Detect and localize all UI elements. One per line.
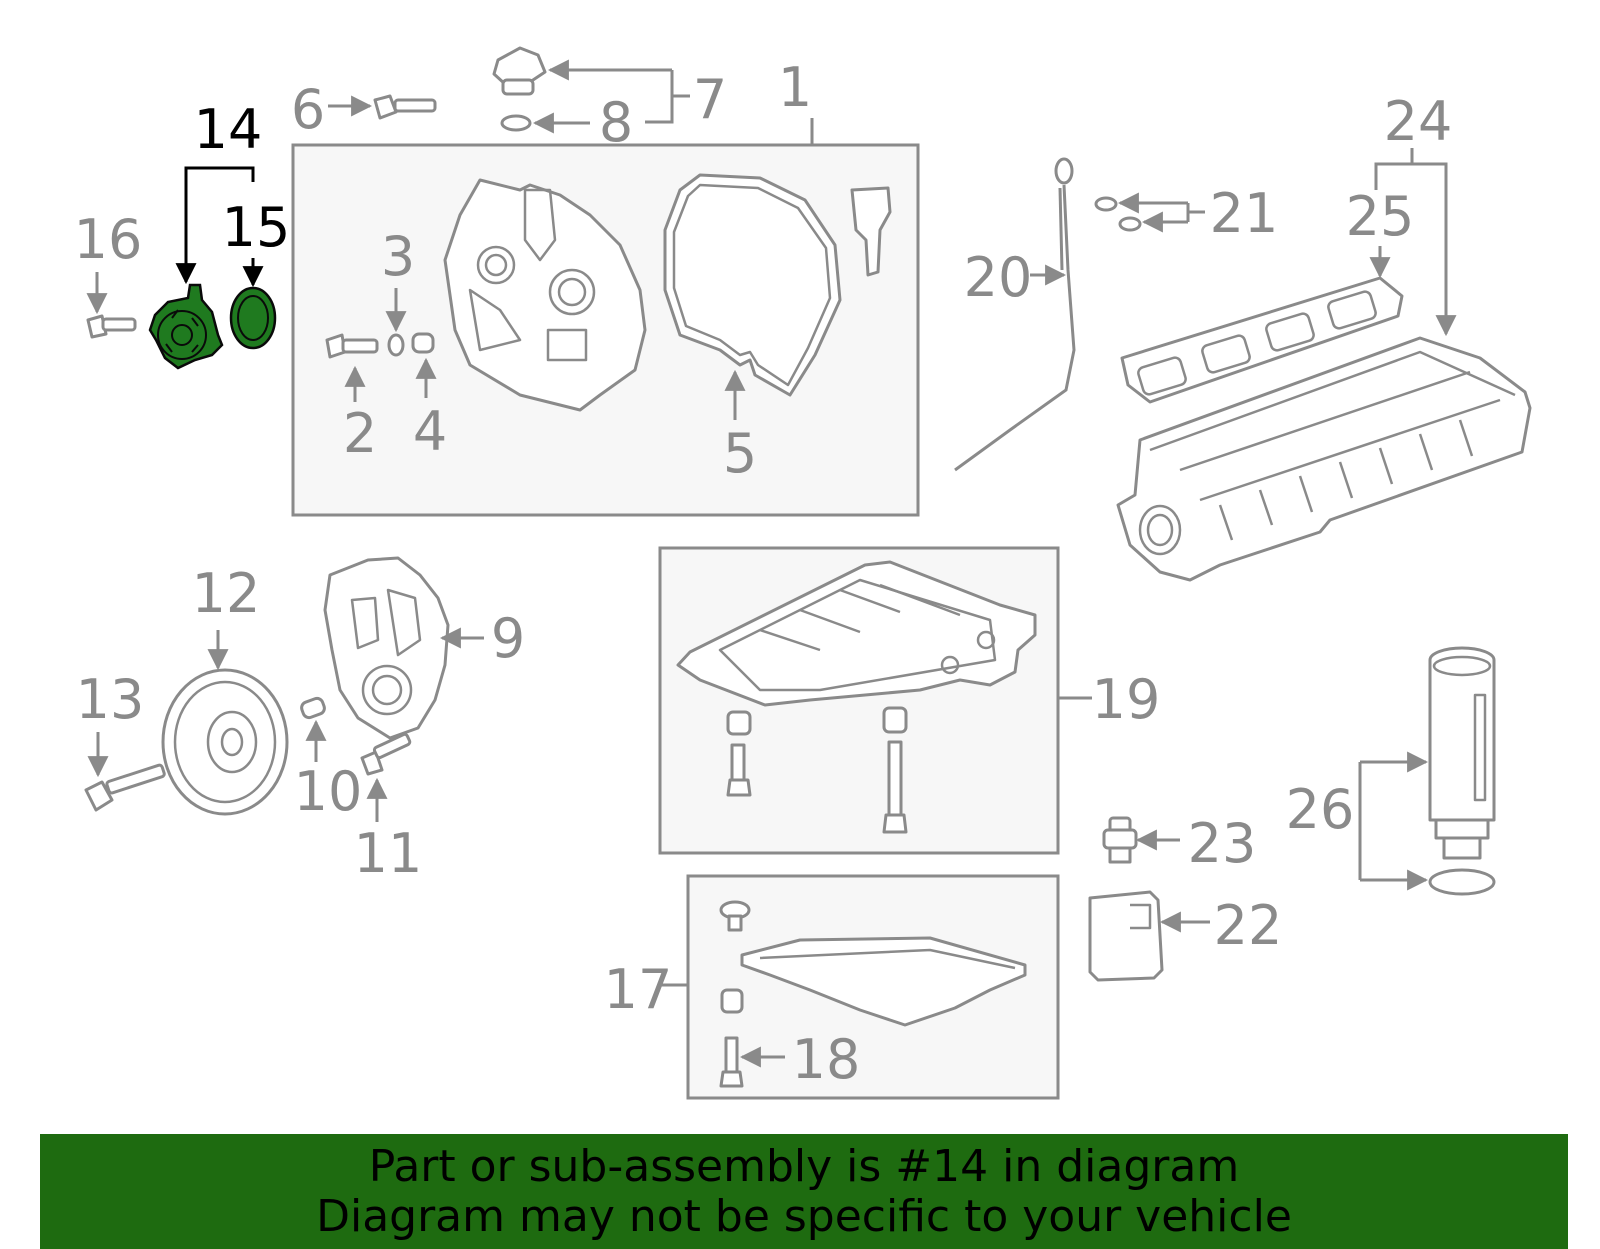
pan-dowel-a (726, 710, 752, 797)
oil-pan-upper[interactable] (676, 560, 1037, 707)
part-12-pulley[interactable] (161, 668, 289, 816)
callout-16[interactable]: 16 (74, 208, 143, 271)
drain-plug (719, 900, 751, 932)
part-18-bolt[interactable] (719, 1036, 744, 1088)
pan-dowel-c (720, 988, 744, 1014)
part-20-dipstick[interactable] (954, 157, 1076, 472)
callout-22[interactable]: 22 (1214, 894, 1283, 957)
callout-6[interactable]: 6 (291, 78, 325, 141)
callout-5[interactable]: 5 (723, 422, 757, 485)
part-26-filter-housing[interactable] (1428, 646, 1496, 860)
part-24-intake-manifold[interactable] (1116, 336, 1532, 582)
callout-7[interactable]: 7 (693, 68, 727, 131)
callout-19[interactable]: 19 (1092, 668, 1161, 731)
part-16-bolt[interactable] (86, 314, 137, 339)
callout-10[interactable]: 10 (294, 760, 363, 823)
part-13-bolt[interactable] (84, 763, 166, 812)
callout-17[interactable]: 17 (604, 958, 673, 1021)
callout-23[interactable]: 23 (1188, 812, 1257, 875)
part-21-oring-b[interactable] (1118, 216, 1142, 232)
part-2-bolt[interactable] (325, 333, 379, 359)
part-15-gasket[interactable] (229, 286, 277, 350)
callout-8[interactable]: 8 (599, 91, 633, 154)
callout-24[interactable]: 24 (1384, 90, 1453, 153)
info-banner: Part or sub-assembly is #14 in diagram D… (40, 1134, 1568, 1249)
callout-14[interactable]: 14 (194, 98, 263, 161)
part-9-cover[interactable] (323, 556, 450, 740)
pan-dowel-b (882, 706, 908, 834)
part-3-washer[interactable] (387, 333, 405, 357)
part-11-bolt[interactable] (360, 732, 412, 776)
cover-bracket (850, 186, 892, 277)
callout-15[interactable]: 15 (222, 196, 291, 259)
callout-9[interactable]: 9 (491, 607, 525, 670)
callout-20[interactable]: 20 (964, 246, 1033, 309)
callout-4[interactable]: 4 (413, 400, 447, 463)
callout-25[interactable]: 25 (1346, 185, 1415, 248)
part-26-oring[interactable] (1428, 868, 1496, 896)
part-21-oring-a[interactable] (1094, 196, 1118, 212)
timing-cover[interactable] (443, 178, 647, 412)
oil-pan-lower[interactable] (740, 936, 1027, 1027)
callout-21[interactable]: 21 (1210, 182, 1279, 245)
part-8-seal[interactable] (500, 114, 532, 132)
part-7-filler-cap[interactable] (492, 46, 547, 96)
part-25-intake-gasket[interactable] (1120, 276, 1404, 404)
banner-line-2: Diagram may not be specific to your vehi… (316, 1191, 1292, 1242)
part-6-bolt[interactable] (373, 94, 437, 120)
part-10-dowel[interactable] (300, 696, 326, 720)
callout-11[interactable]: 11 (354, 822, 423, 885)
part-23-sensor[interactable] (1102, 816, 1138, 864)
part-14-water-pump[interactable] (148, 283, 224, 370)
callout-12[interactable]: 12 (192, 562, 261, 625)
banner-line-1: Part or sub-assembly is #14 in diagram (368, 1141, 1240, 1192)
callout-3[interactable]: 3 (381, 225, 415, 288)
callout-26[interactable]: 26 (1286, 778, 1355, 841)
part-22-filter[interactable] (1088, 890, 1164, 982)
callout-2[interactable]: 2 (343, 402, 377, 465)
callout-13[interactable]: 13 (76, 668, 145, 731)
callout-18[interactable]: 18 (792, 1028, 861, 1091)
part-4-dowel[interactable] (411, 332, 435, 354)
cover-gasket[interactable] (663, 173, 842, 397)
callout-1[interactable]: 1 (778, 56, 812, 119)
